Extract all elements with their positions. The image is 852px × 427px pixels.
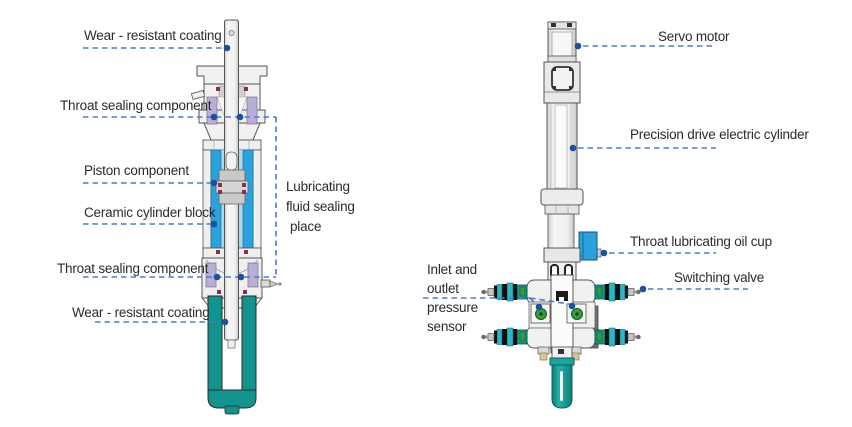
pressure-sensor-left: [530, 303, 551, 324]
leader-dot: [210, 179, 218, 187]
barrel-cap-tab: [224, 405, 240, 415]
connecting-tube: [547, 213, 575, 251]
switching-valve-lower-right: [594, 327, 642, 347]
leader-dot: [210, 220, 218, 228]
leader-dot: [223, 44, 231, 52]
motor-flange: [543, 61, 581, 104]
throat-seal-upper-right: [246, 96, 258, 125]
label-line: place: [290, 219, 322, 234]
seal-dot: [243, 290, 247, 294]
leader-line: [529, 297, 570, 305]
label-line: pressure: [427, 300, 478, 315]
leader-dot: [639, 285, 647, 293]
right-assembly: [480, 21, 642, 409]
label-servo-motor: Servo motor: [658, 29, 730, 44]
seal-dot: [216, 87, 220, 91]
seal-dot: [217, 290, 221, 294]
flange-window: [551, 66, 574, 91]
leader-dots: [210, 42, 647, 326]
label-inlet-outlet-pressure-sensor: Inlet and outlet pressure sensor: [427, 260, 478, 336]
leader-dot: [569, 144, 577, 152]
leader-dot: [221, 318, 229, 326]
label-line: sensor: [427, 319, 467, 334]
label-wear-resistant-coating-bottom: Wear - resistant coating: [72, 305, 210, 320]
label-lubricating-fluid-sealing-place: Lubricating fluid sealing place: [286, 177, 355, 237]
throat-seal-lower-right: [247, 262, 259, 288]
mount-plate: [543, 247, 581, 263]
seal-dot: [242, 183, 246, 187]
barrel-wall-right: [241, 295, 257, 391]
plunger: [549, 357, 575, 409]
leader-dot: [237, 273, 245, 281]
leader-dot: [213, 273, 221, 281]
seal-dot: [244, 250, 248, 254]
servo-motor: [547, 21, 577, 63]
leader-dot: [535, 303, 543, 311]
seal-dot: [218, 190, 222, 194]
label-line: Lubricating: [286, 179, 350, 194]
label-line: outlet: [427, 281, 459, 296]
label-precision-drive-electric-cylinder: Precision drive electric cylinder: [630, 127, 809, 142]
leader-dot: [568, 302, 576, 310]
oil-cup-body: [578, 231, 598, 261]
cylinder-collar: [540, 188, 584, 215]
label-throat-sealing-top: Throat sealing component: [60, 98, 212, 113]
seal-dot: [242, 190, 246, 194]
switching-valve-upper-right: [594, 282, 642, 302]
label-line: fluid sealing: [286, 199, 355, 214]
label-ceramic-cylinder-block: Ceramic cylinder block: [84, 205, 216, 220]
barrel-cap: [207, 389, 257, 409]
wear-coating-barrel: [207, 295, 257, 415]
leader-dot: [236, 113, 244, 121]
grease-fitting: [260, 279, 282, 288]
label-piston-component: Piston component: [84, 163, 189, 178]
left-assembly: [190, 19, 282, 415]
throat-seal-upper-left: [206, 96, 218, 125]
label-switching-valve: Switching valve: [674, 270, 765, 285]
piston: [215, 151, 249, 205]
leader-lines: [83, 45, 748, 323]
barrel-wall-left: [207, 295, 223, 391]
label-line: Inlet and: [427, 262, 477, 277]
leader-dot: [600, 249, 608, 257]
seal-dot: [244, 87, 248, 91]
seal-dot: [216, 250, 220, 254]
seal-dot: [218, 183, 222, 187]
label-throat-sealing-bottom: Throat sealing component: [57, 261, 209, 276]
leader-line: [529, 297, 538, 306]
switching-valve-lower-left: [480, 327, 528, 347]
leader-dot: [210, 113, 218, 121]
leader-dot: [574, 42, 582, 50]
label-throat-lubricating-oil-cup: Throat lubricating oil cup: [630, 234, 772, 249]
label-wear-resistant-coating-top: Wear - resistant coating: [84, 28, 222, 43]
